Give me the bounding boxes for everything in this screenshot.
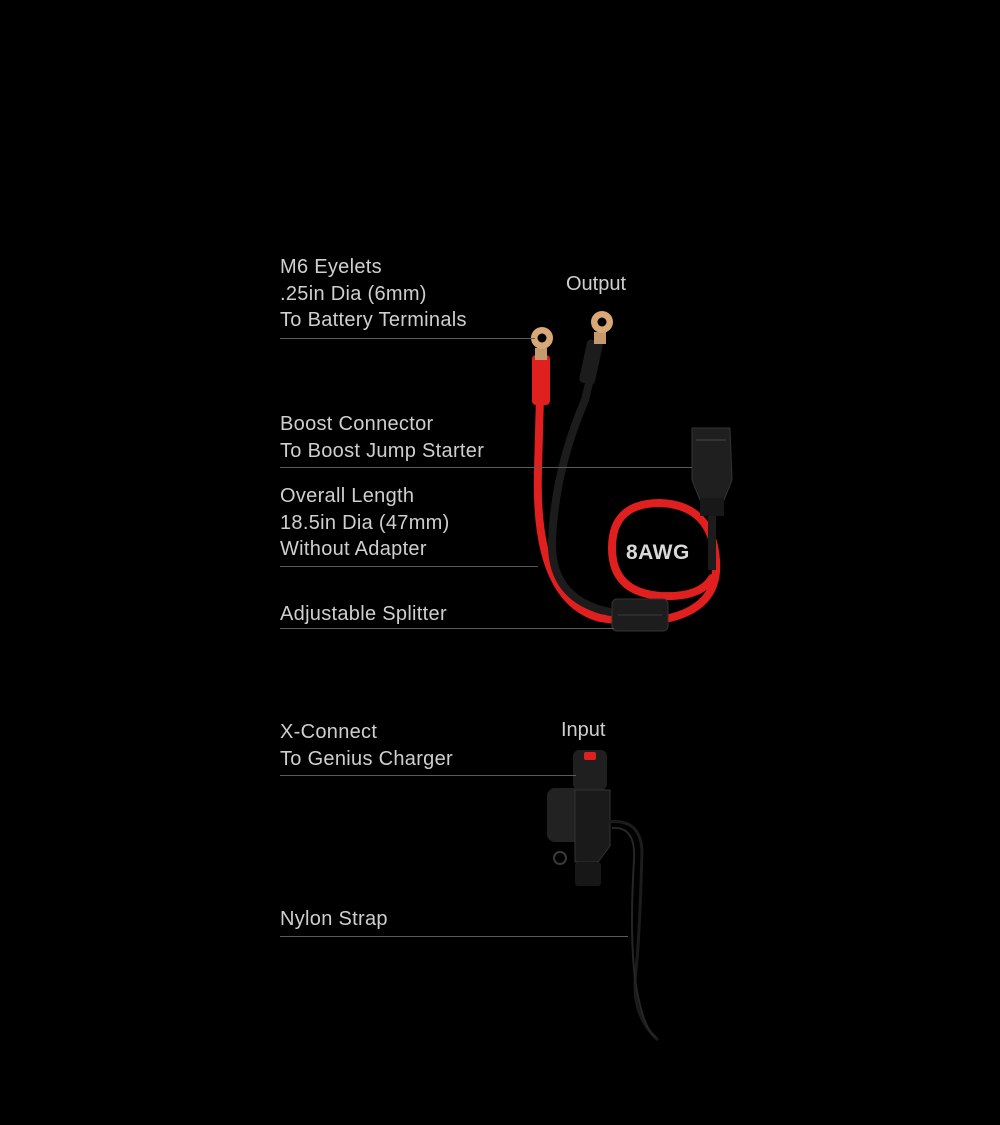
x-connect-connector — [547, 750, 611, 886]
nylon-strap — [607, 820, 660, 1042]
length-title: Overall Length — [280, 485, 415, 507]
splitter-title: Adjustable Splitter — [280, 603, 447, 625]
splitter-leader-line — [280, 628, 614, 629]
eyelets-leader-line — [280, 338, 535, 339]
strap-leader-line — [280, 936, 628, 937]
length-note: Without Adapter — [280, 538, 427, 560]
xconnect-callout: X-Connect To Genius Charger — [280, 719, 453, 772]
red-cable — [533, 356, 721, 626]
length-value: 18.5in Dia (47mm) — [280, 511, 450, 534]
splitter-clip — [611, 598, 669, 632]
black-eyelet — [579, 311, 613, 385]
xconnect-use: To Genius Charger — [280, 747, 453, 770]
eyelets-callout: M6 Eyelets .25in Dia (6mm) To Battery Te… — [280, 254, 467, 334]
length-callout: Overall Length 18.5in Dia (47mm) Without… — [280, 483, 450, 563]
cable-gauge-label: 8AWG — [626, 541, 690, 564]
red-eyelet — [531, 327, 553, 405]
xconnect-leader-line — [280, 775, 576, 776]
boost-use: To Boost Jump Starter — [280, 439, 485, 462]
input-label: Input — [561, 719, 606, 741]
xconnect-title: X-Connect — [280, 721, 378, 743]
output-label: Output — [566, 273, 627, 295]
eyelets-size: .25in Dia (6mm) — [280, 282, 427, 305]
boost-leader-line — [280, 467, 692, 468]
boost-title: Boost Connector — [280, 413, 434, 435]
strap-callout: Nylon Strap — [280, 906, 388, 933]
boost-callout: Boost Connector To Boost Jump Starter — [280, 411, 484, 464]
strap-title: Nylon Strap — [280, 908, 388, 930]
eyelets-title: M6 Eyelets — [280, 256, 382, 278]
length-leader-line — [280, 566, 538, 567]
splitter-callout: Adjustable Splitter — [280, 601, 447, 628]
boost-connector — [691, 427, 733, 516]
black-cable — [547, 346, 716, 616]
eyelets-use: To Battery Terminals — [280, 309, 467, 331]
